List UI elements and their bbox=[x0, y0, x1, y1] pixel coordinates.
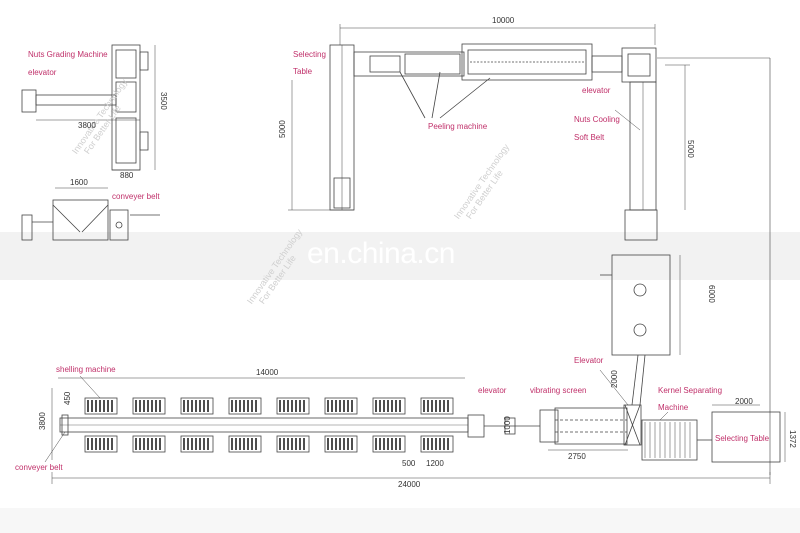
label-conveyer-belt-top: conveyer belt bbox=[112, 192, 160, 201]
conveyer-belt-elevation bbox=[21, 187, 160, 241]
label-kernel-separating-1: Kernel Separating bbox=[658, 386, 723, 395]
label-elevator-bottom: elevator bbox=[478, 386, 507, 395]
dim-2000-top: 2000 bbox=[735, 397, 753, 406]
label-nuts-cooling-2: Soft Belt bbox=[574, 133, 605, 142]
dim-880: 880 bbox=[120, 171, 134, 180]
dim-6000: 6000 bbox=[707, 285, 716, 303]
dim-1600: 1600 bbox=[70, 178, 88, 187]
dim-5000-left: 5000 bbox=[278, 120, 287, 138]
label-conveyer-belt-bottom: conveyer belt bbox=[15, 463, 63, 472]
dim-1200: 1200 bbox=[426, 459, 444, 468]
dim-24000: 24000 bbox=[398, 480, 421, 489]
peeling-line-plan bbox=[288, 24, 690, 241]
shelling-units-upper bbox=[84, 397, 454, 415]
elevator-vibrating-screen bbox=[44, 369, 786, 484]
shelling-units-lower-detail bbox=[87, 438, 449, 450]
label-nuts-grading-machine: Nuts Grading Machine bbox=[28, 50, 108, 59]
dim-1000: 1000 bbox=[503, 416, 512, 434]
bottom-strip bbox=[0, 508, 800, 533]
label-elevator-top-right: elevator bbox=[582, 86, 611, 95]
dim-3800-bottom: 3800 bbox=[38, 412, 47, 430]
dim-500: 500 bbox=[402, 459, 416, 468]
cooling-column bbox=[600, 254, 681, 406]
dim-5000-right: 5000 bbox=[686, 140, 695, 158]
label-peeling-machine: Peeling machine bbox=[428, 122, 488, 131]
dim-10000: 10000 bbox=[492, 16, 515, 25]
watermark-band bbox=[0, 232, 800, 280]
label-nuts-cooling-1: Nuts Cooling bbox=[574, 115, 620, 124]
label-elevator-right: Elevator bbox=[574, 356, 604, 365]
dim-1372: 1372 bbox=[788, 430, 797, 448]
shelling-units-upper-detail bbox=[87, 400, 449, 412]
dim-2750: 2750 bbox=[568, 452, 586, 461]
dim-2000-vertical: 2000 bbox=[610, 370, 619, 388]
label-kernel-separating-2: Machine bbox=[658, 403, 689, 412]
dim-3800-top: 3800 bbox=[78, 121, 96, 130]
grading-machine-plan bbox=[21, 44, 156, 171]
label-selecting-table-2: Table bbox=[293, 67, 313, 76]
label-selecting-table-bottom: Selecting Table bbox=[715, 434, 770, 443]
watermark-text: en.china.cn bbox=[307, 237, 455, 270]
label-vibrating-screen: vibrating screen bbox=[530, 386, 587, 395]
dim-14000: 14000 bbox=[256, 368, 279, 377]
dim-450: 450 bbox=[63, 391, 72, 405]
dim-3500: 3500 bbox=[159, 92, 168, 110]
label-shelling-machine: shelling machine bbox=[56, 365, 116, 374]
shelling-units-lower bbox=[84, 435, 454, 453]
label-selecting-table-1: Selecting bbox=[293, 50, 326, 59]
label-elevator-top-left: elevator bbox=[28, 68, 57, 77]
